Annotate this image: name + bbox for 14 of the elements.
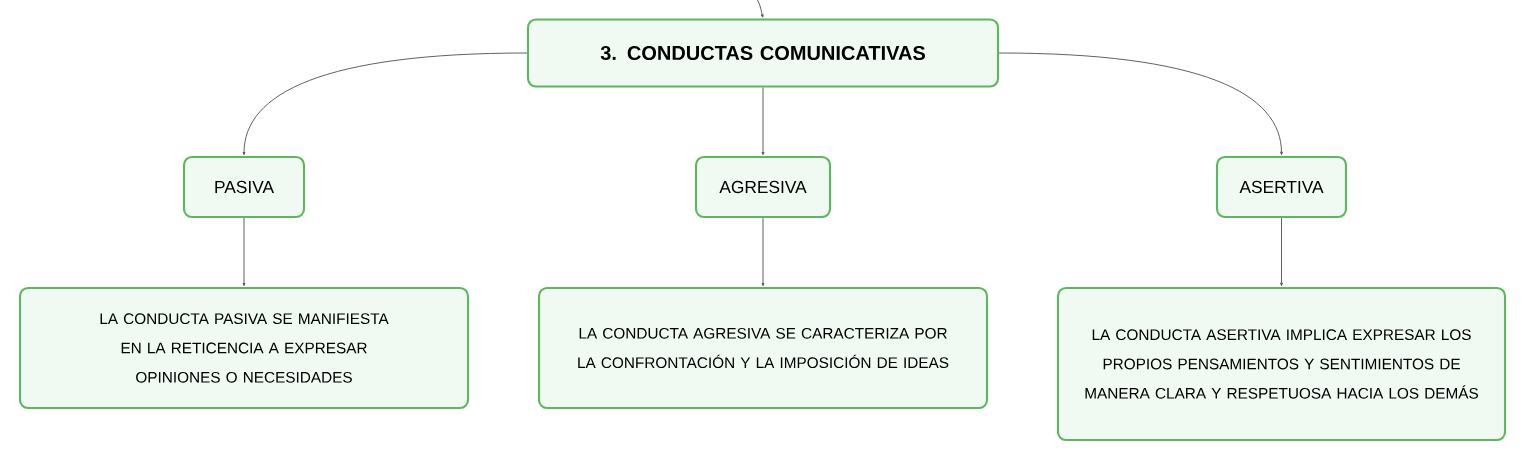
description-box: LA CONDUCTA ASERTIVA IMPLICA EXPRESAR LOS PROPIOS PENSAMIENTOS Y SENTIMIENTOS DE MANERA CLARA Y RESPETUOSA HACIA LOS DEMÁS [1056,286,1507,442]
arrow [242,217,246,287]
category-box: ASERTIVA [1215,155,1348,219]
arrow [242,52,528,156]
arrow [1280,217,1283,287]
arrow [754,0,764,18]
description-box: LA CONDUCTA PASIVA SE MANIFIESTA EN LA RETICENCIA A EXPRESAR OPINIONES O NECESIDADES [18,286,470,410]
arrow [998,52,1283,156]
category-box: AGRESIVA [694,155,832,219]
category-box: PASIVA [182,155,306,219]
arrow [761,87,765,156]
arrow [761,217,765,287]
title-box: 3. CONDUCTAS COMUNICATIVAS [526,18,1000,88]
description-box: LA CONDUCTA AGRESIVA SE CARACTERIZA POR LA CONFRONTACIÓN Y LA IMPOSICIÓN DE IDEAS [537,286,989,410]
